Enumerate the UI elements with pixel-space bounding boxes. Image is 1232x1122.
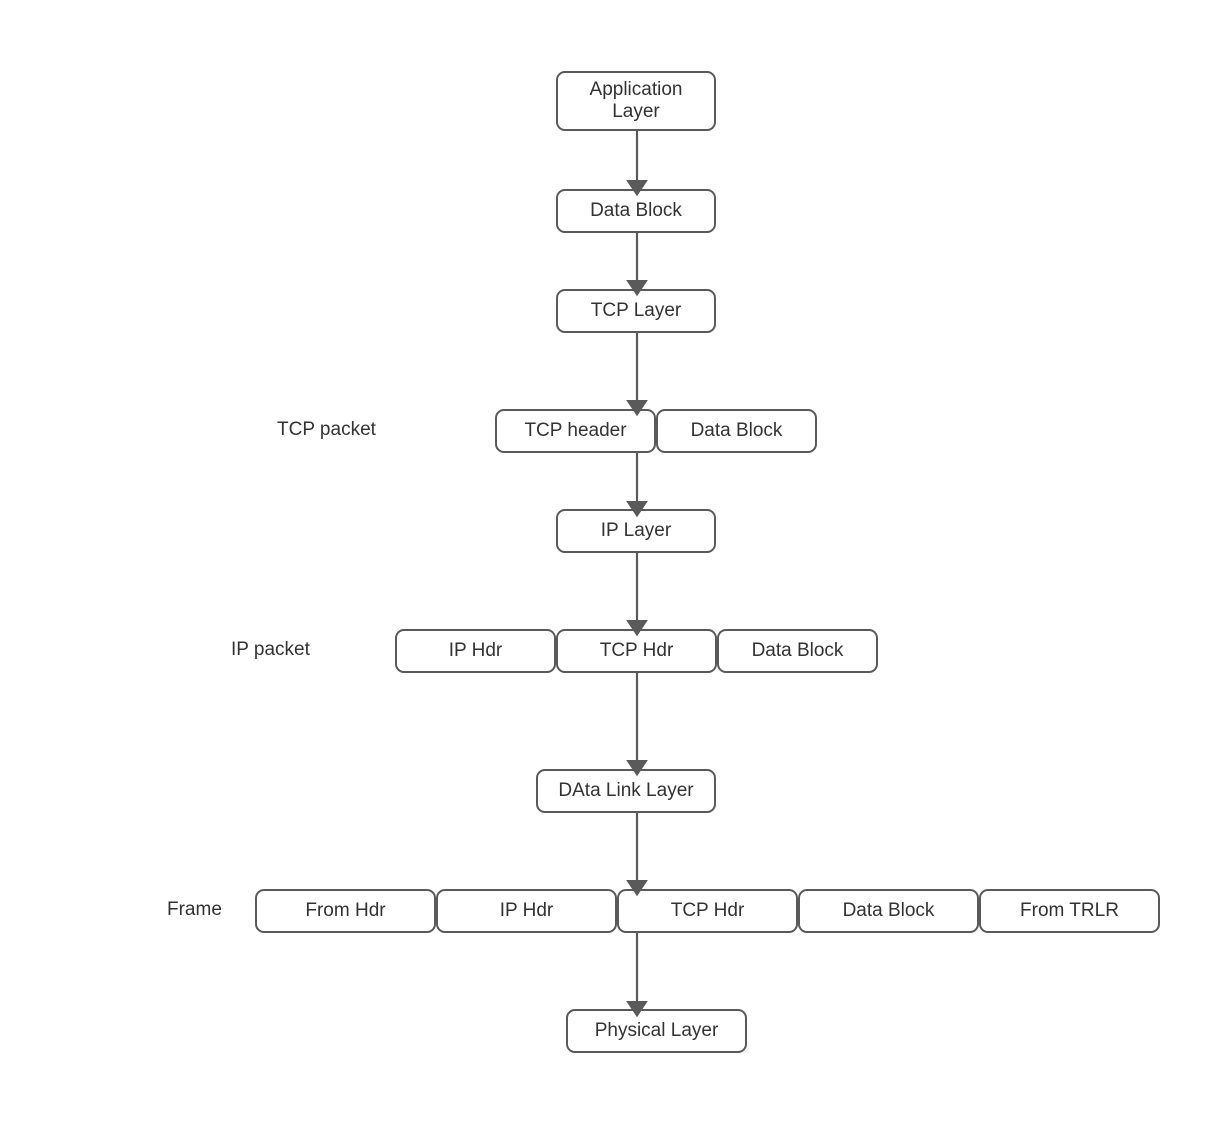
frame-segment-from-hdr: From Hdr xyxy=(255,889,436,933)
physical-layer-label: Physical Layer xyxy=(594,1019,719,1041)
node-tcp-layer: TCP Layer xyxy=(556,289,716,333)
application-layer-label-line2: Layer xyxy=(612,101,660,122)
frame-segment-tcp-hdr: TCP Hdr xyxy=(617,889,798,933)
ip-packet-segment-data-block: Data Block xyxy=(717,629,878,673)
ip-packet-segment-label: Data Block xyxy=(751,639,844,661)
tcp-packet-segment-label: TCP header xyxy=(524,419,627,441)
application-layer-label-line1: Application xyxy=(589,78,683,100)
tcp-layer-label: TCP Layer xyxy=(590,299,682,321)
node-physical-layer: Physical Layer xyxy=(566,1009,747,1053)
node-data-block: Data Block xyxy=(556,189,716,233)
tcp-packet-segment-label: Data Block xyxy=(690,419,783,441)
data-link-layer-label: DAta Link Layer xyxy=(558,779,694,801)
frame-segment-label: TCP Hdr xyxy=(670,899,745,921)
ip-layer-label: IP Layer xyxy=(600,519,672,541)
node-ip-layer: IP Layer xyxy=(556,509,716,553)
frame-segment-label: IP Hdr xyxy=(499,899,554,921)
ip-packet-segment-label: TCP Hdr xyxy=(599,639,674,661)
node-application-layer: Application Layer xyxy=(556,71,716,131)
frame-segment-label: From Hdr xyxy=(305,899,386,921)
ip-packet-segment-tcp-hdr: TCP Hdr xyxy=(556,629,717,673)
frame-segment-label: Data Block xyxy=(842,899,935,921)
frame-segment-label: From TRLR xyxy=(1020,899,1119,921)
data-block-label: Data Block xyxy=(590,199,682,221)
row-label-frame: Frame xyxy=(167,899,222,920)
tcp-packet-segment-tcp-header: TCP header xyxy=(495,409,656,453)
row-label-ip-packet: IP packet xyxy=(231,639,310,660)
tcp-packet-segment-data-block: Data Block xyxy=(656,409,817,453)
ip-packet-segment-label: IP Hdr xyxy=(448,639,503,661)
row-label-tcp-packet: TCP packet xyxy=(277,419,376,440)
frame-segment-data-block: Data Block xyxy=(798,889,979,933)
node-data-link-layer: DAta Link Layer xyxy=(536,769,716,813)
frame-segment-ip-hdr: IP Hdr xyxy=(436,889,617,933)
ip-packet-segment-ip-hdr: IP Hdr xyxy=(395,629,556,673)
frame-segment-from-trlr: From TRLR xyxy=(979,889,1160,933)
